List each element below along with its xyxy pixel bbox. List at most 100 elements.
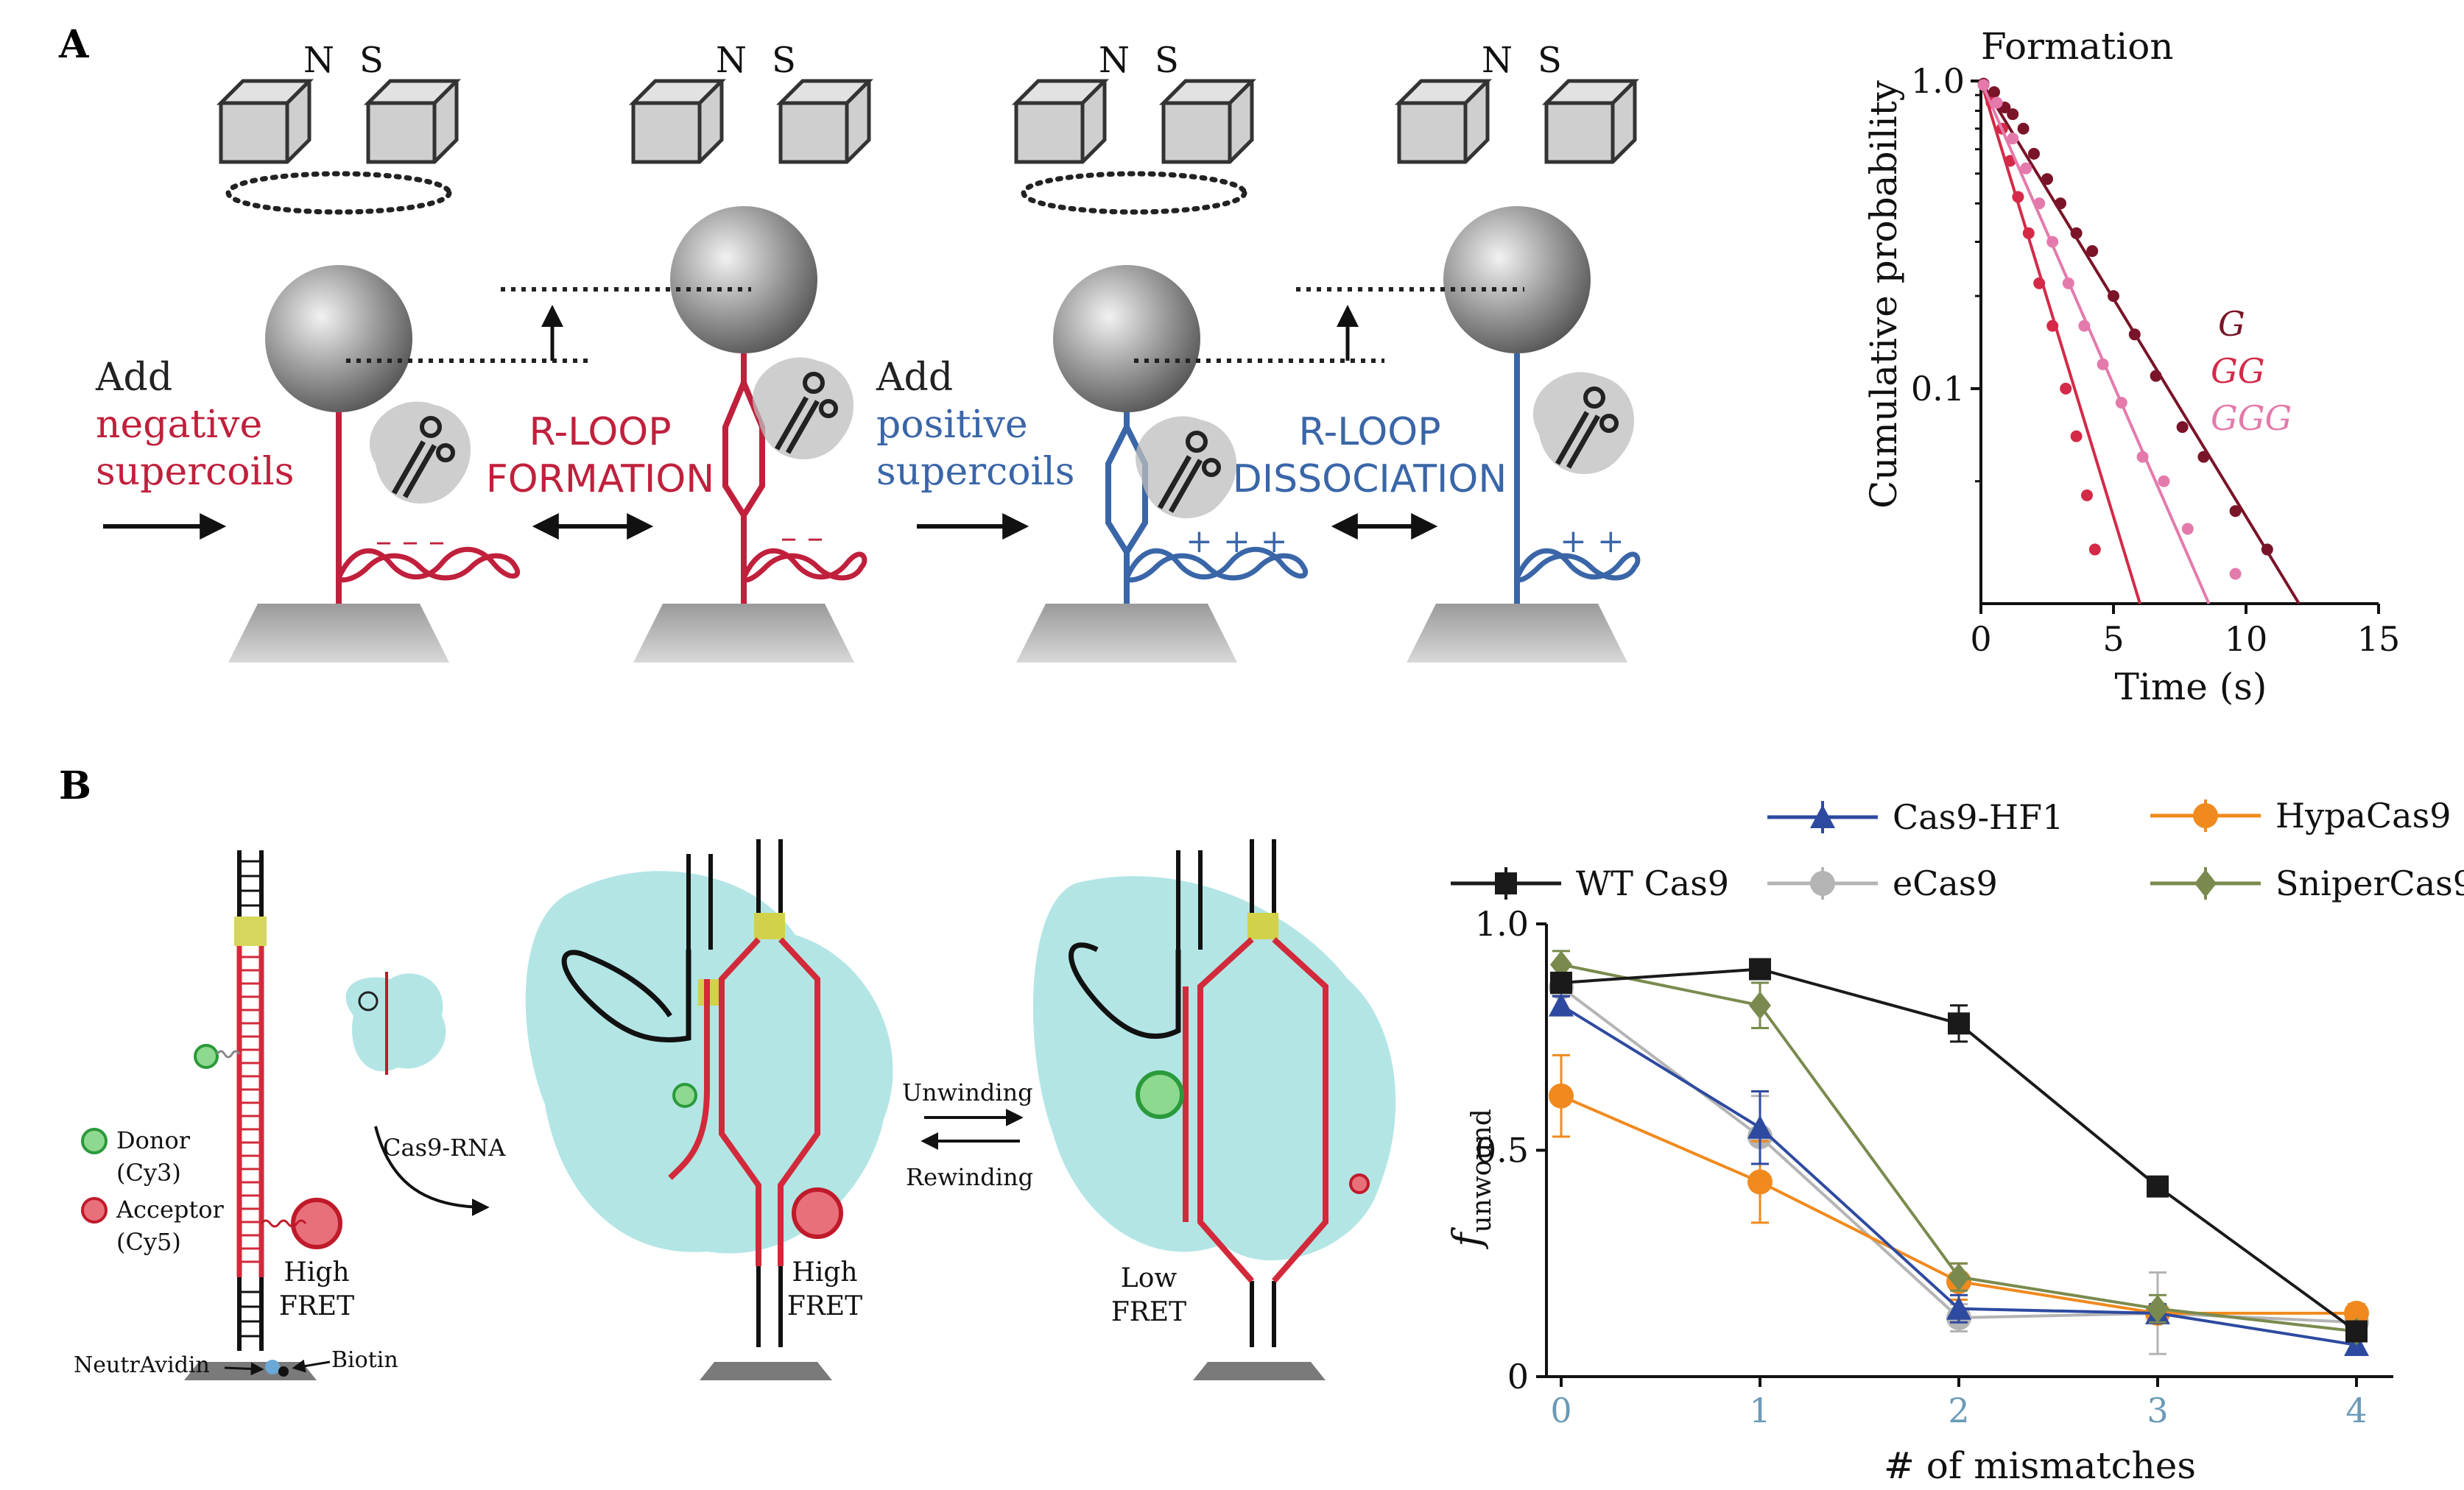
step-label-add-negative: Add negative supercoils <box>95 356 294 494</box>
data-point-g <box>2128 328 2141 341</box>
data-point-cas9-hf1 <box>1549 992 1574 1017</box>
panel-label-b: B <box>59 763 91 808</box>
acceptor-dot <box>81 1197 108 1224</box>
unwinding-rewinding: Unwinding Rewinding <box>902 1078 1033 1191</box>
data-point-g <box>2261 543 2273 556</box>
data-point-g <box>1988 86 2000 99</box>
x-tick-label: 1 <box>1749 1391 1770 1430</box>
magnet-pair-4: N S <box>1399 40 1635 162</box>
supercoil-signs: + + + <box>1186 523 1288 560</box>
data-point-g <box>2070 227 2083 239</box>
data-point-snipercas9 <box>1550 950 1572 979</box>
svg-text:(Cy3): (Cy3) <box>116 1159 181 1187</box>
svg-text:Add: Add <box>876 356 953 400</box>
legend-marker-snipercas9 <box>2194 869 2217 897</box>
supercoil-signs: – – <box>781 519 823 557</box>
data-point-ggg <box>2020 162 2032 174</box>
magnetic-bead <box>1053 265 1200 412</box>
legend-label-ecas9: eCas9 <box>1893 864 1998 903</box>
magnet-pair-2: N S <box>633 40 869 162</box>
magnet-n-label: N <box>1099 40 1130 81</box>
magnet-pair-3: N S <box>1016 40 1252 215</box>
legend-marker-cas9-hf1 <box>1810 805 1835 828</box>
data-point-g <box>2055 197 2066 210</box>
x-axis-label: Time (s) <box>2115 665 2267 708</box>
cas9-rna-complex: Cas9-RNA <box>345 972 506 1216</box>
legend-marker-wt-cas9 <box>1495 872 1517 894</box>
y-axis-label: funwound <box>1446 1109 1497 1250</box>
data-point-gg <box>2070 430 2083 442</box>
fit-line-ggg <box>1979 80 2211 604</box>
y-axis-label: Cumulative probability <box>1862 80 1905 509</box>
tweezer-state-4: + + <box>1296 206 1641 663</box>
svg-text:FRET: FRET <box>279 1291 354 1321</box>
x-tick-label: 4 <box>2345 1391 2367 1430</box>
data-point-gg <box>2022 227 2035 239</box>
data-point-g <box>2007 108 2019 121</box>
data-point-hypacas9 <box>1549 1083 1574 1109</box>
x-axis-label: # of mismatches <box>1884 1444 2196 1487</box>
data-point-ggg <box>2115 397 2127 409</box>
svg-text:funwound: funwound <box>1446 1109 1497 1250</box>
data-point-wt-cas9 <box>2345 1320 2368 1343</box>
legend-gg: GG <box>2211 351 2265 391</box>
data-point-g <box>2176 421 2189 434</box>
svg-text:Acceptor: Acceptor <box>116 1196 225 1224</box>
data-point-cas9-hf1 <box>1747 1115 1773 1139</box>
donor-dot <box>81 1128 108 1154</box>
data-point-gg <box>2012 191 2024 203</box>
legend-marker-hypacas9 <box>2193 803 2218 828</box>
svg-text:NeutrAvidin: NeutrAvidin <box>74 1352 210 1378</box>
y-tick-label: 1.0 <box>1911 61 1965 101</box>
svg-text:negative: negative <box>96 403 262 447</box>
legend-label-wt-cas9: WT Cas9 <box>1576 864 1729 903</box>
svg-text:DISSOCIATION: DISSOCIATION <box>1233 457 1507 501</box>
svg-text:supercoils: supercoils <box>876 450 1074 494</box>
svg-text:Donor: Donor <box>116 1126 191 1154</box>
tweezer-state-2: – – <box>501 206 867 663</box>
svg-text:Biotin: Biotin <box>331 1347 398 1373</box>
data-point-hypacas9 <box>1747 1169 1773 1195</box>
magnet-s-label: S <box>1538 40 1562 81</box>
x-tick-label: 15 <box>2357 619 2401 659</box>
y-tick-label: 0 <box>1507 1357 1529 1397</box>
x-tick-label: 10 <box>2225 619 2268 659</box>
supercoil-signs: + + <box>1560 523 1625 560</box>
data-point-wt-cas9 <box>1550 971 1572 994</box>
fret-state-bound: High FRET <box>525 839 893 1380</box>
data-point-ggg <box>2229 568 2242 580</box>
data-point-gg <box>2033 277 2046 289</box>
magnet-n-label: N <box>1482 40 1513 81</box>
x-tick-label: 5 <box>2102 619 2124 659</box>
svg-text:(Cy5): (Cy5) <box>116 1228 181 1256</box>
data-point-ggg <box>1990 96 2003 109</box>
svg-text:supercoils: supercoils <box>96 450 294 494</box>
tweezer-state-1: – – – <box>228 265 589 663</box>
svg-text:Cas9-RNA: Cas9-RNA <box>383 1134 506 1162</box>
dye-legend: Donor (Cy3) Acceptor (Cy5) <box>81 1126 225 1256</box>
data-point-wt-cas9 <box>2147 1175 2169 1198</box>
svg-text:positive: positive <box>876 403 1028 447</box>
data-point-snipercas9 <box>2147 1294 2169 1323</box>
data-point-wt-cas9 <box>1749 958 1771 981</box>
x-tick-label: 0 <box>1550 1391 1571 1430</box>
fit-line-g <box>1979 80 2301 605</box>
data-point-g <box>2150 370 2162 382</box>
data-point-g <box>2108 290 2119 303</box>
y-tick-label: 0.1 <box>1911 369 1965 409</box>
data-point-ggg <box>2033 197 2046 210</box>
chart-formation: Formation Cumulative probability Time (s… <box>1862 25 2400 708</box>
data-point-g <box>2041 173 2053 186</box>
data-point-ggg <box>2078 319 2091 332</box>
data-point-gg <box>2081 489 2093 501</box>
svg-text:High: High <box>792 1257 857 1288</box>
svg-text:FRET: FRET <box>787 1291 862 1321</box>
magnet-s-label: S <box>772 40 796 81</box>
fit-line-gg <box>1979 80 2141 604</box>
svg-text:R-LOOP: R-LOOP <box>1298 410 1440 454</box>
magnetic-bead <box>265 265 412 412</box>
magnet-s-label: S <box>1155 40 1179 81</box>
rotation-arrow <box>225 171 452 215</box>
data-point-gg <box>2046 319 2059 332</box>
